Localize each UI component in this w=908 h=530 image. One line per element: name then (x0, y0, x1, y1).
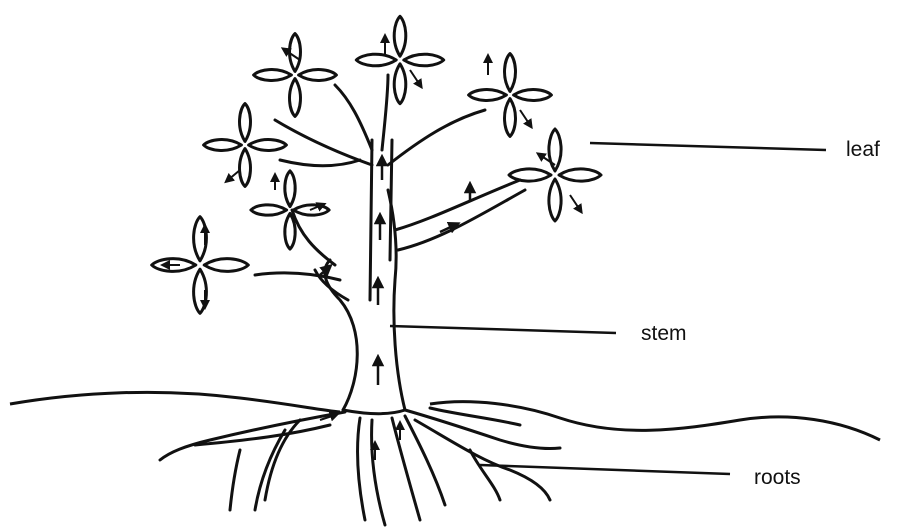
stem-trunk (255, 75, 525, 414)
stem-label: stem (641, 323, 687, 344)
leaves (152, 16, 601, 313)
leaf-label: leaf (846, 139, 880, 160)
stem-leader-line (390, 326, 616, 333)
ground-line (10, 392, 880, 440)
roots-label: roots (754, 467, 801, 488)
leaf-leader-line (590, 143, 826, 150)
